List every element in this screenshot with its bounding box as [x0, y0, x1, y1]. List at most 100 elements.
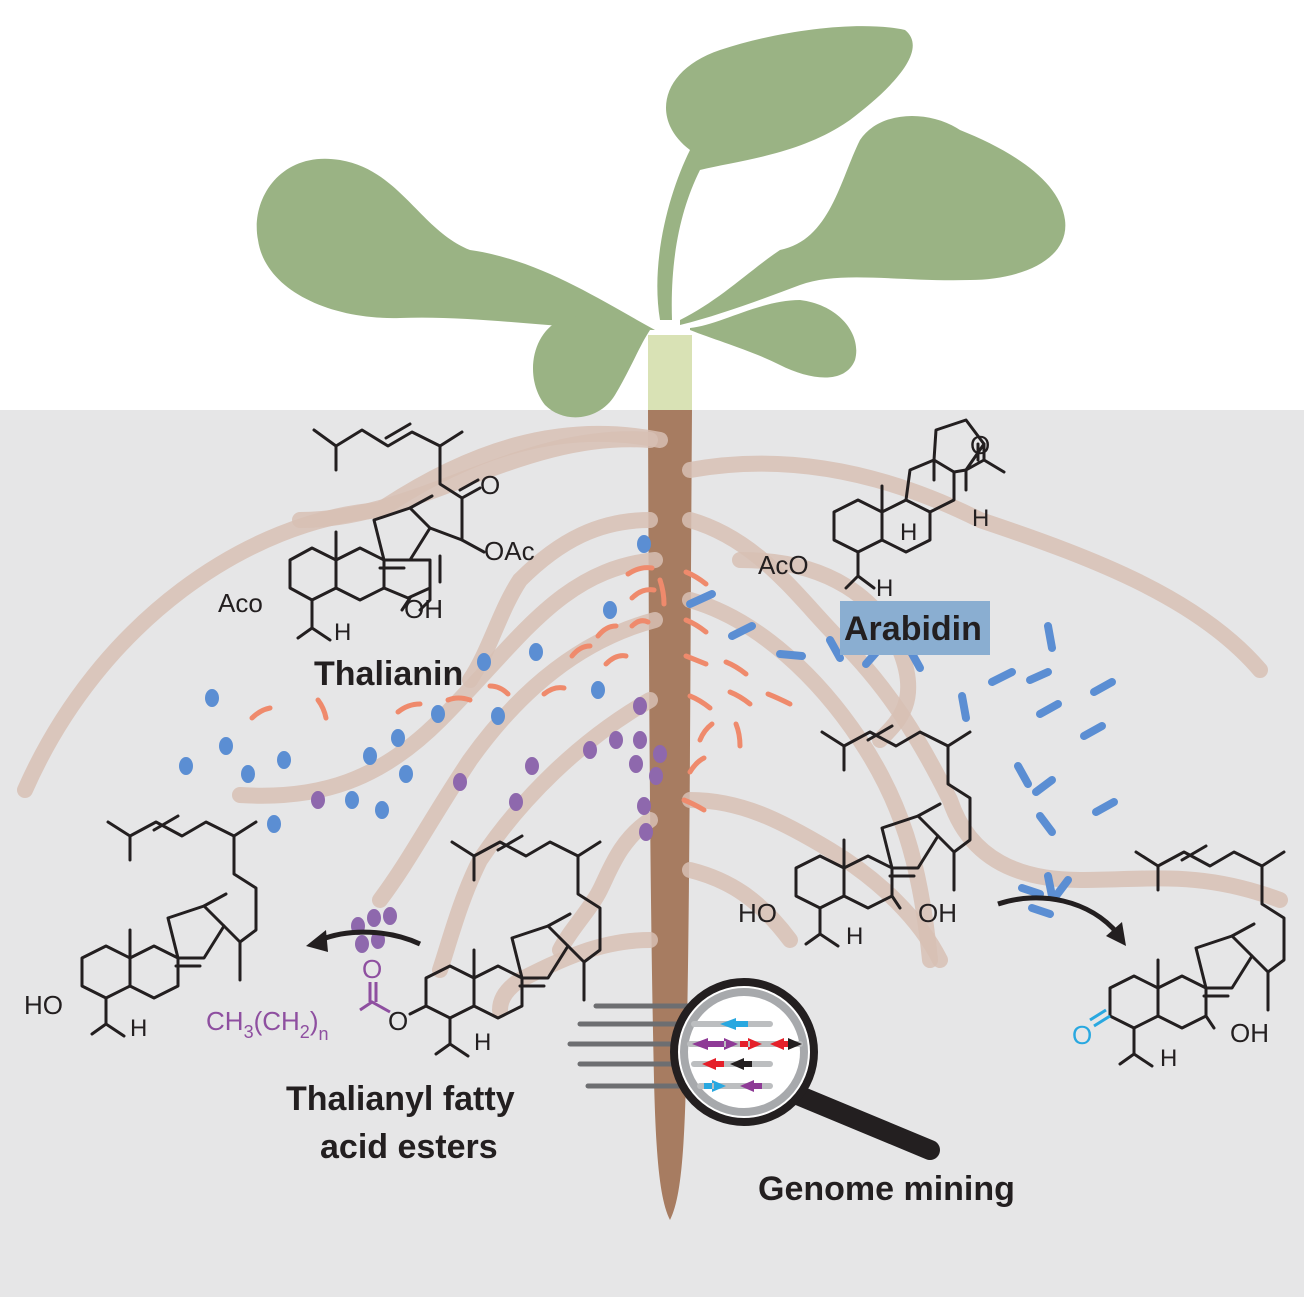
ketone-h: H: [1160, 1045, 1177, 1072]
ester-ring-b: [472, 964, 524, 1020]
orange-bacterium: [445, 695, 473, 703]
reaction-arrowhead: [1106, 922, 1126, 946]
thalianol-structure: [80, 814, 258, 1038]
purple-coccus: [453, 773, 467, 791]
orange-bacterium: [249, 705, 273, 721]
magnifier-lens: [670, 978, 818, 1126]
orange-bacteria: [249, 565, 793, 813]
orange-bacterium: [683, 653, 709, 667]
magnifier-rim: [680, 988, 808, 1116]
gene-arrow-red: [702, 1058, 724, 1070]
blue-coccus: [267, 815, 281, 833]
blue-coccus: [591, 681, 605, 699]
purple-coccus: [633, 731, 647, 749]
blue-rod: [1080, 722, 1106, 740]
diol-oh: OH: [918, 898, 957, 928]
ketone-carbonyl: [1089, 1008, 1111, 1028]
ester-double-bond: [496, 834, 524, 852]
arabidin-highlight: [840, 601, 990, 655]
leaf-small-right: [690, 300, 857, 378]
blue-coccus: [603, 601, 617, 619]
thalianin-aco: Aco: [218, 588, 263, 618]
thalianol-substituents: [90, 892, 242, 1038]
blue-rod: [988, 668, 1016, 686]
purple-coccus: [649, 767, 663, 785]
orange-bacterium: [395, 701, 423, 715]
blue-rod: [1092, 798, 1118, 816]
blue-coccus: [277, 751, 291, 769]
thalianin-ring-b: [334, 546, 386, 602]
thalianin-structure: [288, 422, 486, 642]
orange-bacterium: [657, 577, 667, 607]
thalianol-ho: HO: [24, 990, 63, 1020]
blue-rod: [776, 650, 806, 660]
orange-bacterium: [727, 689, 753, 707]
reaction-arrow-icon: [997, 895, 1120, 936]
diol-ho: HO: [738, 898, 777, 928]
blue-rod: [1018, 884, 1044, 898]
ketone-side-chain: [1134, 850, 1286, 1012]
root-strand: [682, 792, 948, 968]
diol-side-chain: [820, 730, 972, 892]
gene-arrow-purple: [740, 1080, 762, 1092]
blue-coccus: [205, 689, 219, 707]
ester-acyl-bonds: [359, 982, 391, 1014]
root-strand: [432, 692, 658, 978]
reaction-arrowhead: [306, 930, 328, 952]
blue-rod-bacteria: [686, 590, 1118, 918]
root-strand: [682, 455, 1268, 678]
root-strand: [682, 862, 798, 948]
arabidin-ring-c: [904, 458, 956, 514]
purple-coccus: [629, 755, 643, 773]
leaf-small-left: [533, 315, 650, 418]
orange-bacterium: [687, 755, 707, 775]
reaction-arrow-left: [306, 929, 422, 952]
blue-rod: [958, 692, 970, 722]
blue-coccus: [219, 737, 233, 755]
root-strand: [462, 512, 658, 688]
orange-bacterium: [765, 691, 793, 707]
blue-rod: [1036, 812, 1056, 836]
diol-substituents: [804, 802, 956, 948]
ester-ring-c: [510, 924, 570, 980]
thalianin-label: Thalianin: [314, 655, 463, 693]
blue-coccus: [241, 765, 255, 783]
ester-structure: [359, 834, 602, 1058]
thalianol-ring-b: [128, 944, 180, 1000]
blue-rod: [1044, 872, 1056, 900]
orange-bacterium: [569, 643, 593, 659]
purple-coccus: [355, 935, 369, 953]
gene-arrow-cyan: [704, 1080, 726, 1092]
blue-coccus: [363, 747, 377, 765]
orange-bacterium: [683, 569, 709, 587]
thalianol-side-chain: [106, 820, 258, 982]
orange-bacterium: [683, 617, 709, 635]
purple-coccus: [311, 791, 325, 809]
gene-arrows: [692, 1018, 802, 1092]
ester-acyl-chain: CH3(CH2)n: [206, 1006, 329, 1044]
orange-bacterium: [629, 618, 651, 629]
blue-rod: [1026, 668, 1052, 684]
blue-coccus: [179, 757, 193, 775]
thalianin-h: H: [334, 619, 351, 646]
purple-coccus: [367, 909, 381, 927]
blue-rod: [728, 622, 756, 640]
blue-coccus: [529, 643, 543, 661]
purple-coccus: [525, 757, 539, 775]
ester-substituents: [408, 912, 586, 1058]
blue-coccus: [375, 801, 389, 819]
leaf-left: [256, 158, 655, 330]
thalianin-oh-bond: [400, 596, 412, 612]
purple-coccus: [609, 731, 623, 749]
orange-bacterium: [625, 565, 655, 577]
blue-rod: [1032, 776, 1056, 796]
thalianin-side-chain: [312, 428, 464, 542]
genome-mining-label: Genome mining: [758, 1170, 1015, 1208]
orange-bacterium: [733, 721, 743, 749]
orange-bacterium: [687, 693, 713, 711]
arabidin-structure: [832, 418, 1006, 590]
purple-coccus: [633, 697, 647, 715]
ketone-ring-c: [1194, 934, 1254, 990]
arabidin-aco: AcO: [758, 550, 809, 580]
